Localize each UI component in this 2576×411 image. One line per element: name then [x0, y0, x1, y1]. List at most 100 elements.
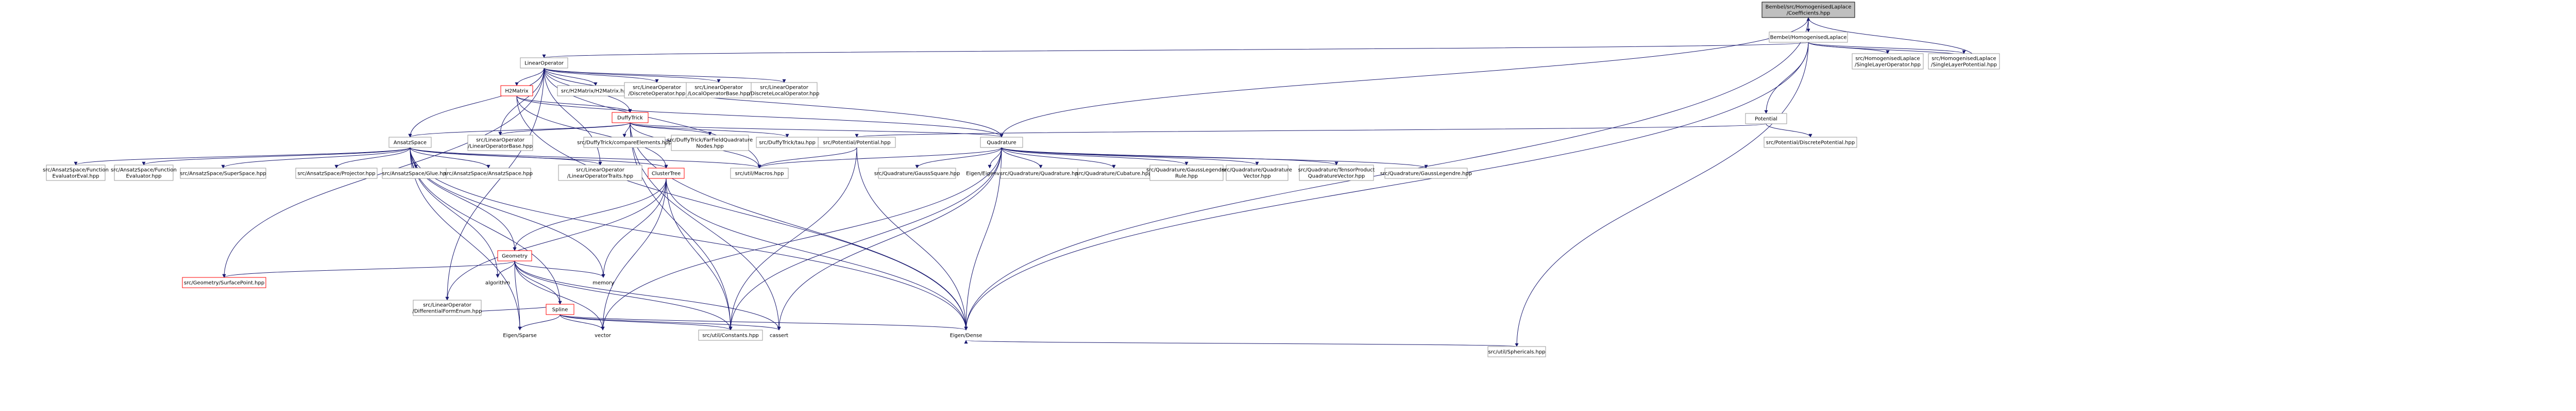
node-label: src/LinearOperator: [760, 85, 809, 91]
node-lo_disc[interactable]: src/LinearOperator/DiscreteOperator.hpp: [624, 82, 690, 98]
edge-util_sph-to-eigen_dense: [964, 340, 1517, 347]
node-as_super[interactable]: src/AnsatzSpace/SuperSpace.hpp: [180, 168, 266, 179]
edge-cluster-to-util_const: [666, 178, 733, 331]
node-label: src/Quadrature/Quadrature.hpp: [1000, 171, 1081, 177]
node-label: src/LinearOperator: [576, 168, 625, 173]
node-q_quad[interactable]: src/Quadrature/Quadrature.hpp: [1000, 168, 1081, 179]
node-label: src/Quadrature/Quadrature: [1222, 168, 1292, 173]
edge-bhl-to-linop: [543, 42, 1809, 58]
node-label: QuadratureVector.hpp: [1308, 174, 1365, 179]
node-label: src/HomogenisedLaplace: [1931, 56, 1996, 62]
node-duffy_tau[interactable]: src/DuffyTrick/tau.hpp: [756, 137, 819, 148]
node-spline[interactable]: Spline: [546, 304, 574, 315]
node-box: [648, 168, 685, 179]
edge-quadrature-to-util_const: [728, 147, 1002, 331]
node-box: [1761, 2, 1855, 18]
node-root[interactable]: Bembel/src/HomogenisedLaplace/Coefficien…: [1761, 2, 1855, 18]
node-potential[interactable]: Potential: [1745, 113, 1787, 124]
node-q_tpqv[interactable]: src/Quadrature/TensorProductQuadratureVe…: [1298, 165, 1375, 181]
node-lo_dfe[interactable]: src/LinearOperator/DifferentialFormEnum.…: [412, 300, 482, 316]
edge-ansatz-to-eigen_sparse: [410, 147, 522, 331]
node-pot_pot[interactable]: src/Potential/Potential.hpp: [818, 137, 896, 148]
node-label: vector: [595, 333, 612, 339]
node-label: src/AnsatzSpace/SuperSpace.hpp: [180, 171, 266, 177]
node-h2matrix[interactable]: H2Matrix: [500, 85, 533, 96]
node-box: [698, 330, 763, 341]
node-lo_base_h[interactable]: src/LinearOperator/LocalOperatorBase.hpp: [686, 82, 752, 98]
node-as_fee[interactable]: src/AnsatzSpace/FunctionEvaluatorEval.hp…: [43, 165, 109, 181]
node-label: DuffyTrick: [617, 116, 643, 121]
node-lo_traits[interactable]: src/LinearOperator/LinearOperatorTraits.…: [558, 165, 642, 181]
edge-cluster-to-memory: [601, 178, 667, 278]
node-vector[interactable]: vector: [590, 330, 615, 340]
node-label: src/Quadrature/Cubature.hpp: [1076, 171, 1152, 177]
node-eigen_dense[interactable]: Eigen/Dense: [946, 330, 986, 340]
node-label: memory: [592, 281, 614, 286]
node-eigen_sparse[interactable]: Eigen/Sparse: [500, 330, 540, 340]
node-eigen_ev[interactable]: Eigen/Eigenvalues: [966, 168, 1013, 178]
node-q_gl[interactable]: src/Quadrature/GaussLegendre.hpp: [1380, 168, 1472, 179]
node-cassert[interactable]: cassert: [765, 330, 793, 340]
node-q_cub[interactable]: src/Quadrature/Cubature.hpp: [1076, 168, 1152, 179]
node-geometry[interactable]: Geometry: [497, 250, 532, 261]
node-hl_slp[interactable]: src/HomogenisedLaplace/SingleLayerPotent…: [1928, 53, 2000, 70]
edge-duffy-to-duffy_cmp: [622, 122, 631, 138]
node-pot_disc[interactable]: src/Potential/DiscretePotential.hpp: [1764, 137, 1857, 148]
node-label: src/LinearOperator: [476, 138, 525, 143]
node-linop[interactable]: LinearOperator: [520, 57, 568, 69]
node-ansatz[interactable]: AnsatzSpace: [388, 137, 432, 148]
node-box: [671, 135, 749, 151]
edge-linop-to-lo_base_h: [544, 68, 721, 83]
node-q_qv[interactable]: src/Quadrature/QuadratureVector.hpp: [1222, 165, 1292, 181]
node-quadrature[interactable]: Quadrature: [980, 137, 1023, 148]
node-label: /SingleLayerOperator.hpp: [1855, 62, 1921, 68]
node-util_sph[interactable]: src/util/Sphericals.hpp: [1487, 346, 1546, 357]
edge-ansatz-to-util_macros: [410, 147, 761, 169]
node-as_as[interactable]: src/AnsatzSpace/AnsatzSpace.hpp: [444, 168, 533, 179]
edge-quadrature-to-eigen_dense: [964, 147, 1002, 331]
node-hl_slo[interactable]: src/HomogenisedLaplace/SingleLayerOperat…: [1852, 53, 1924, 70]
node-box: [1149, 165, 1224, 181]
node-box: [446, 168, 531, 179]
node-duffy_ff[interactable]: src/DuffyTrick/FarFieldQuadratureNodes.h…: [667, 135, 753, 151]
node-cluster[interactable]: ClusterTree: [648, 168, 685, 179]
node-bhl[interactable]: Bembel/HomogenisedLaplace: [1769, 31, 1848, 43]
edge-pot_pot-to-util_macros: [757, 147, 857, 169]
node-memory[interactable]: memory: [587, 277, 619, 288]
node-label: H2Matrix: [505, 89, 528, 94]
node-util_macros[interactable]: src/util/Macros.hpp: [730, 168, 789, 179]
node-label: Evaluator.hpp: [126, 174, 161, 179]
node-util_const[interactable]: src/util/Constants.hpp: [698, 330, 763, 341]
edge-ansatz-to-geometry: [410, 147, 517, 251]
node-lo_dlo[interactable]: src/LinearOperator/DiscreteLocalOperator…: [749, 82, 820, 98]
node-lo_base[interactable]: src/LinearOperator/LinearOperatorBase.hp…: [467, 135, 533, 151]
node-box: [388, 137, 432, 148]
edge-quadrature-to-vector: [601, 147, 1002, 331]
node-duffy[interactable]: DuffyTrick: [612, 112, 649, 123]
node-box: [878, 168, 956, 179]
node-box: [180, 168, 266, 179]
node-label: /Coefficients.hpp: [1787, 11, 1830, 17]
edge-quadrature-to-q_gl: [1001, 147, 1428, 169]
node-label: Eigen/Sparse: [503, 333, 537, 339]
node-duffy_cmp[interactable]: src/DuffyTrick/compareElements.hpp: [577, 137, 672, 148]
node-label: src/DuffyTrick/compareElements.hpp: [577, 140, 672, 146]
node-label: Eigen/Eigenvalues: [966, 171, 1013, 177]
node-box: [295, 168, 378, 179]
edge-duffy-to-lo_base: [498, 122, 631, 136]
node-box: [114, 165, 174, 181]
node-as_proj[interactable]: src/AnsatzSpace/Projector.hpp: [295, 168, 378, 179]
edge-spline-to-util_const: [560, 314, 733, 331]
edge-duffy-to-eigen_dense: [630, 122, 968, 331]
node-as_glue[interactable]: src/AnsatzSpace/Glue.hpp: [382, 168, 450, 179]
node-q_gsq[interactable]: src/Quadrature/GaussSquare.hpp: [874, 168, 960, 179]
edge-ansatz-to-algorithm: [410, 147, 500, 278]
node-h2m_hpp[interactable]: src/H2Matrix/H2Matrix.hpp: [557, 85, 634, 96]
dependency-edges: [74, 17, 1977, 347]
node-algorithm[interactable]: algorithm: [479, 277, 516, 288]
edge-duffy-to-cassert: [630, 122, 781, 331]
node-box: [520, 57, 568, 69]
node-geo_sp[interactable]: src/Geometry/SurfacePoint.hpp: [182, 277, 266, 288]
